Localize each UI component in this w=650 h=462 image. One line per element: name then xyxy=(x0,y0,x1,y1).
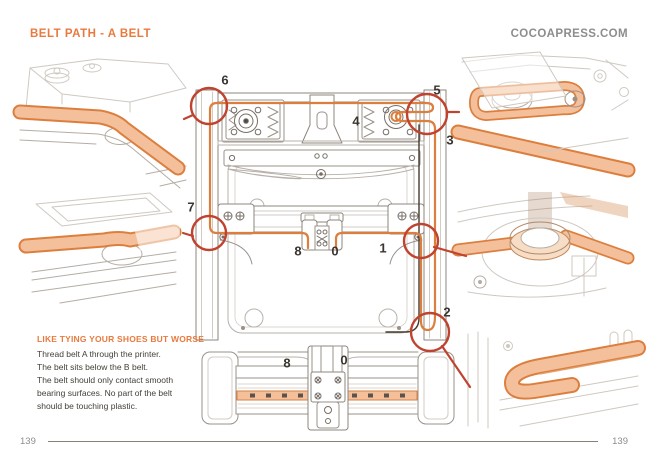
step-label-2: 2 xyxy=(443,304,451,320)
callout-circles xyxy=(181,86,472,389)
website-text: COCOAPRESS.COM xyxy=(510,28,628,40)
instruction-line: bearing surfaces. No part of the belt xyxy=(37,388,173,398)
callout-circle-6 xyxy=(189,86,229,126)
instruction-line: should be touching plastic. xyxy=(37,401,138,411)
step-label-8-top: 8 xyxy=(294,243,302,259)
callout-circle-2 xyxy=(409,311,451,353)
instruction-line: The belt sits below the B belt. xyxy=(37,362,149,372)
callout-circle-5 xyxy=(405,92,449,136)
callout-circle-1 xyxy=(402,222,440,260)
detail-image-left-idler xyxy=(18,192,182,304)
step-label-5: 5 xyxy=(433,82,441,98)
step-label-0-front: 0 xyxy=(340,352,348,368)
callout-leader-1 xyxy=(432,245,468,258)
callout-leader-2 xyxy=(440,344,472,389)
callout-leader-7 xyxy=(181,231,195,238)
step-label-3: 3 xyxy=(446,132,454,148)
step-label-8-front: 8 xyxy=(283,355,291,371)
detail-image-motor-pulley xyxy=(450,51,636,178)
instruction-line: Thread belt A through the printer. xyxy=(37,349,161,359)
detail-image-corner-bearing xyxy=(12,58,187,189)
diagram-top-view xyxy=(195,89,447,341)
callout-circle-7 xyxy=(190,214,228,252)
detail-image-round-bearing xyxy=(451,192,635,298)
instruction-block: LIKE TYING YOUR SHOES BUT WORSE Thread b… xyxy=(37,334,207,413)
step-label-6: 6 xyxy=(221,72,229,88)
callout-leader-6 xyxy=(182,113,195,121)
instruction-heading: LIKE TYING YOUR SHOES BUT WORSE xyxy=(37,334,205,344)
diagram-front-view xyxy=(201,345,455,431)
instruction-line: The belt should only contact smooth xyxy=(37,375,174,385)
step-label-4: 4 xyxy=(352,113,360,129)
step-label-1: 1 xyxy=(379,240,387,256)
page-title: BELT PATH - A BELT xyxy=(30,28,152,40)
page-number-left: 139 xyxy=(20,436,36,447)
a-belt-path xyxy=(208,101,437,332)
step-label-0-top: 0 xyxy=(331,243,339,259)
step-label-7: 7 xyxy=(187,199,195,215)
page-number-right: 139 xyxy=(612,436,628,447)
footer-rule xyxy=(48,441,598,442)
detail-image-belt-loop-end xyxy=(467,329,646,429)
